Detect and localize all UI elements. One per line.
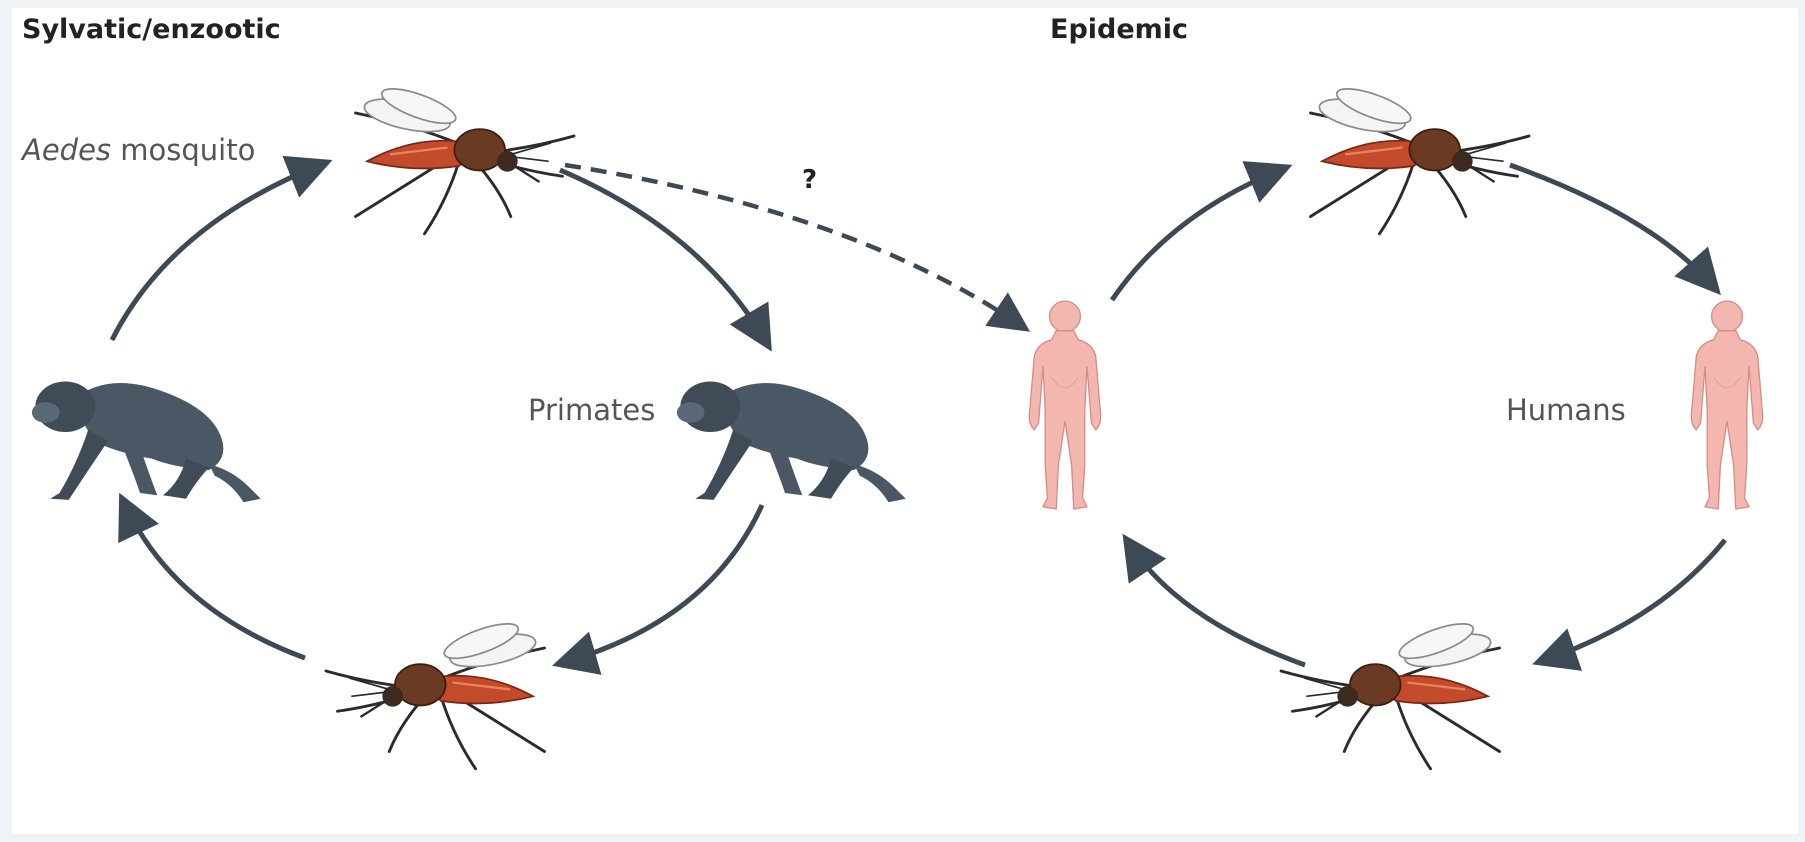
mosquito-epidemic-top-icon (1311, 82, 1530, 234)
mosquito-epidemic-bottom-icon (1281, 617, 1500, 769)
aedes-mosquito-label: Aedes mosquito (20, 133, 255, 167)
arrow-human-to-mosquito (1112, 170, 1280, 300)
human-right-icon (1691, 301, 1763, 509)
epidemic-title: Epidemic (1050, 14, 1188, 45)
arrow-human-to-mosquito-lower (1545, 540, 1725, 660)
primate-left-icon (32, 381, 261, 502)
primate-right-icon (677, 381, 906, 502)
human-left-icon (1029, 301, 1101, 509)
aedes-italic-label: Aedes (20, 133, 111, 167)
humans-label: Humans (1506, 393, 1626, 427)
arrow-mosquito-to-primate (560, 170, 765, 340)
arrow-primate-to-mosquito (112, 165, 320, 340)
mosquito-sylvatic-top-icon (356, 82, 575, 234)
sylvatic-title: Sylvatic/enzootic (22, 14, 281, 45)
arrow-mosquito-to-human (1510, 165, 1712, 285)
mosquito-label-rest: mosquito (111, 133, 255, 167)
arrow-primate-to-mosquito-lower (565, 505, 762, 662)
primates-label: Primates (528, 393, 655, 427)
arrow-mosquito-to-primate-lower (125, 505, 305, 658)
spillover-question-mark: ? (802, 165, 817, 195)
arrow-mosquito-to-human-lower (1130, 545, 1305, 665)
mosquito-sylvatic-bottom-icon (326, 617, 545, 769)
arrow-spillover-dashed (565, 165, 1020, 325)
